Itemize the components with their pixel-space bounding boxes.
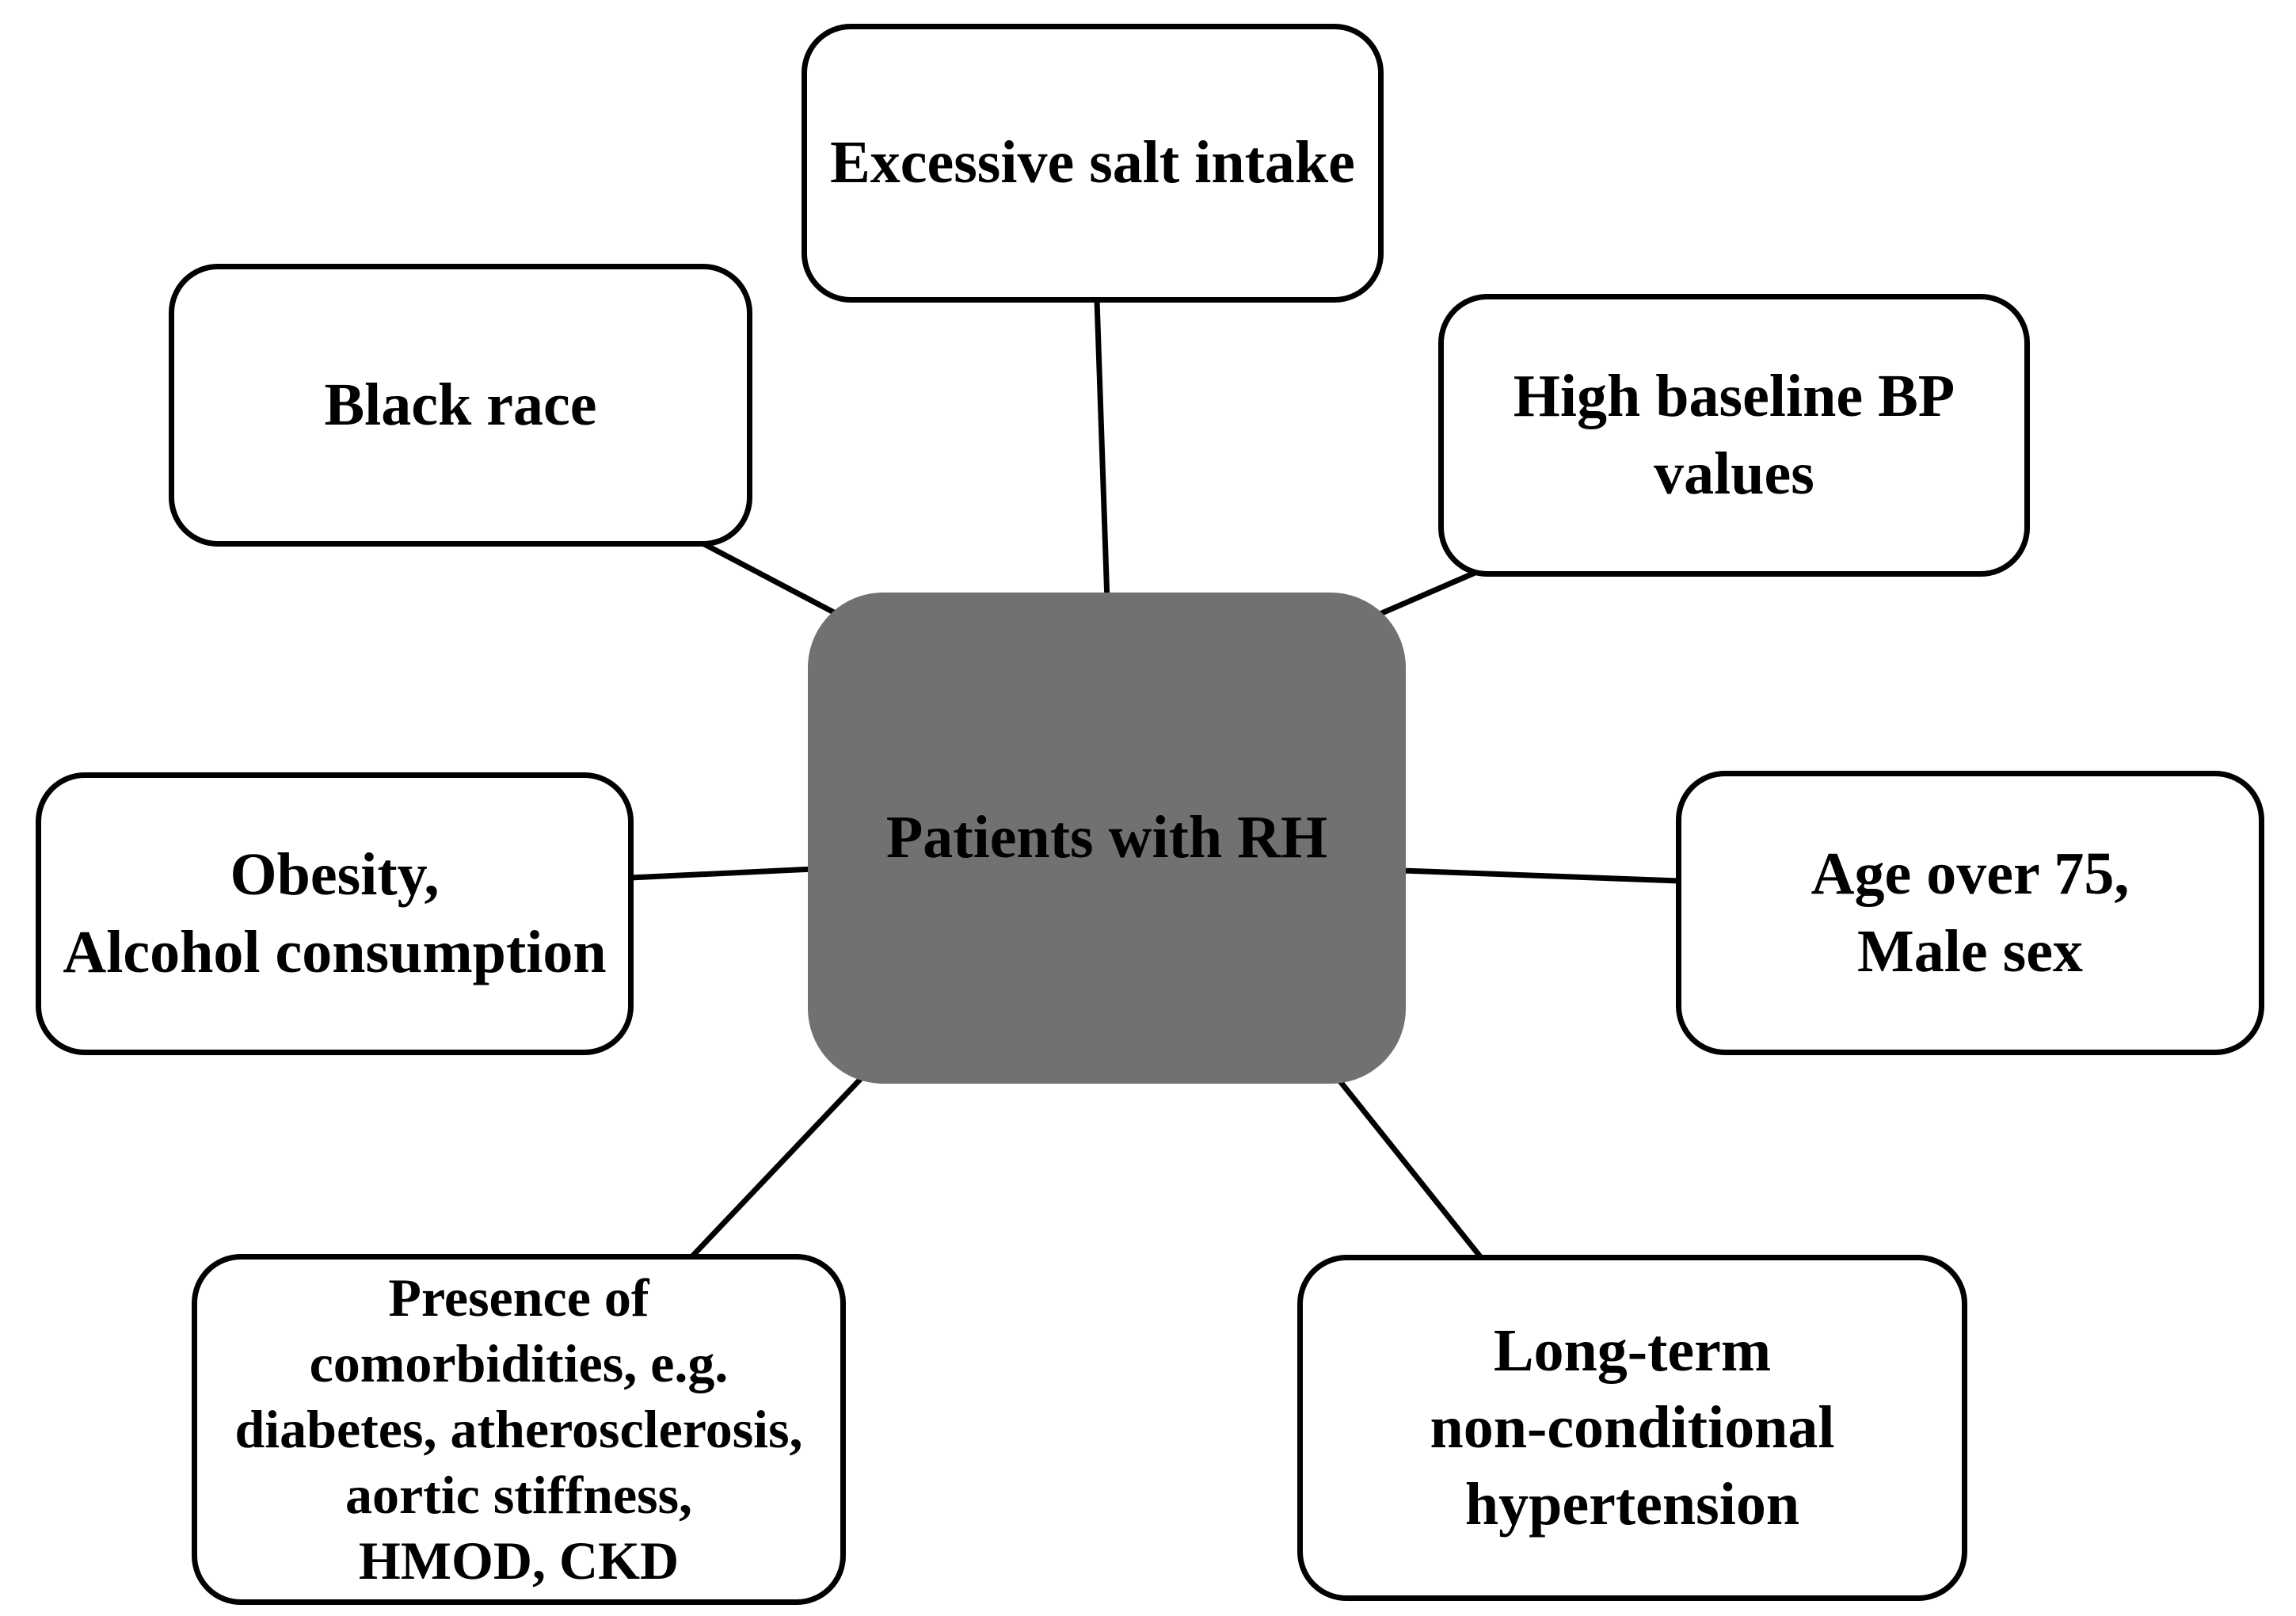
node-age-male-sex: Age over 75, Male sex [1676, 771, 2264, 1055]
connector-center-to-comorbid [688, 1067, 872, 1260]
connector-obesity-to-center [630, 866, 815, 881]
node-high-baseline-bp: High baseline BP values [1438, 294, 2030, 577]
connector-center-to-long-term [1328, 1067, 1485, 1262]
node-long-term-hypertension: Long-term non-conditional hypertension [1297, 1255, 1967, 1601]
center-node-patients-with-rh: Patients with RH [808, 593, 1406, 1084]
connector-center-to-age [1401, 867, 1680, 884]
node-excessive-salt-intake: Excessive salt intake [802, 24, 1384, 303]
node-obesity-alcohol: Obesity, Alcohol consumption [36, 772, 634, 1055]
node-comorbidities: Presence of comorbidities, e.g. diabetes… [192, 1254, 846, 1605]
node-black-race: Black race [169, 264, 752, 547]
connector-salt-to-center [1094, 299, 1110, 603]
